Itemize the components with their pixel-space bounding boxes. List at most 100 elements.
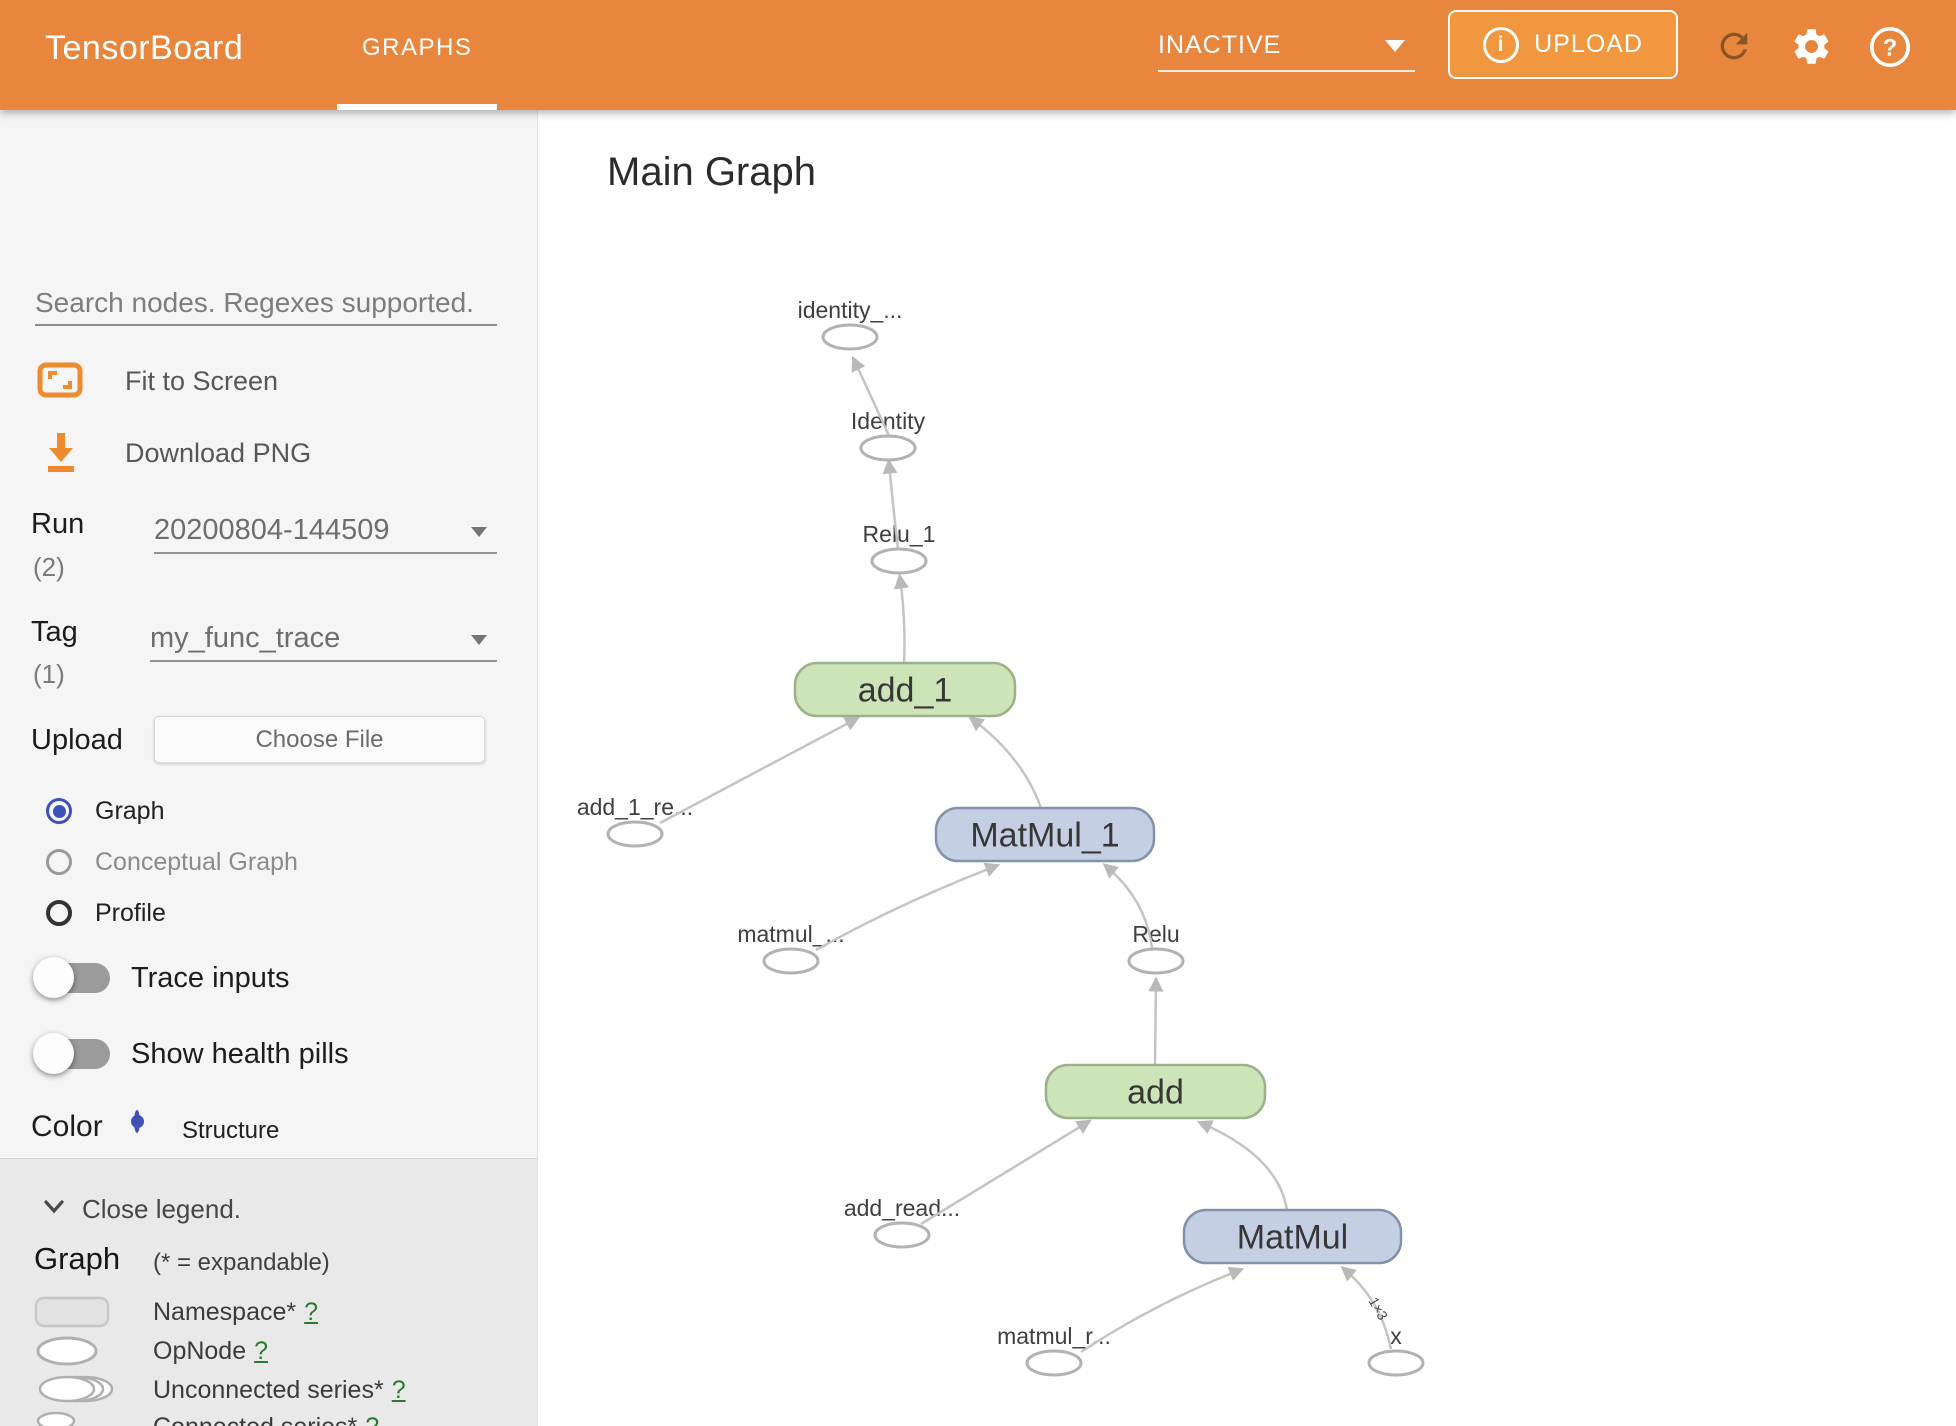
group-node-label-matmul: MatMul xyxy=(1237,1219,1348,1257)
legend-subtitle: (* = expandable) xyxy=(153,1249,330,1276)
edge-add-to-relu xyxy=(1148,976,1164,1066)
radio-option-profile[interactable]: Profile xyxy=(46,898,166,928)
toggle-label: Trace inputs xyxy=(131,961,290,994)
op-node-identity_out[interactable] xyxy=(821,323,879,351)
legend-item-label: OpNode? xyxy=(153,1337,269,1365)
op-node-label-relu: Relu xyxy=(1132,921,1179,947)
edge-relu_1-to-identity xyxy=(882,458,900,550)
tag-select-value: my_func_trace xyxy=(150,622,341,654)
settings-gear-icon[interactable] xyxy=(1790,25,1833,73)
run-label: Run xyxy=(31,508,85,540)
sidebar: Fit to Screen Download PNG Run (2) 20200… xyxy=(0,110,537,1426)
tab-graphs[interactable]: GRAPHS xyxy=(362,34,472,62)
upload-button-label: UPLOAD xyxy=(1534,30,1643,58)
edge-add_1-to-relu_1 xyxy=(894,573,909,664)
edge-matmul-to-add xyxy=(1196,1120,1289,1211)
legend-item-unconnected-series: Unconnected series*? xyxy=(0,1374,537,1412)
close-legend-button[interactable]: Close legend. xyxy=(43,1194,241,1225)
legend-title: Graph xyxy=(34,1241,121,1276)
legend-item-label: Unconnected series*? xyxy=(153,1376,406,1404)
toggle-trace-inputs[interactable]: Trace inputs xyxy=(33,955,290,1001)
dropdown-underline xyxy=(1158,70,1415,72)
tag-count: (1) xyxy=(33,659,65,689)
radio-option-graph[interactable]: Graph xyxy=(46,796,164,826)
download-png-button[interactable]: Download PNG xyxy=(125,438,312,468)
op-node-relu[interactable] xyxy=(1127,947,1185,975)
edge-matmul_1-to-add_1 xyxy=(968,716,1043,809)
edge-x-to-matmul xyxy=(1340,1266,1393,1350)
info-icon: i xyxy=(1483,26,1520,63)
op-node-matmul_read[interactable] xyxy=(1025,1349,1083,1377)
refresh-icon[interactable] xyxy=(1714,26,1754,71)
toggle-label: Show health pills xyxy=(131,1037,349,1070)
group-node-add_1[interactable] xyxy=(793,661,1017,718)
edge-identity-to-identity_out xyxy=(851,355,891,437)
op-node-label-identity: Identity xyxy=(851,408,926,434)
edge-add_1_read-to-add_1 xyxy=(659,716,860,825)
op-node-label-x: x xyxy=(1390,1323,1402,1349)
fit-to-screen-icon[interactable] xyxy=(37,360,83,405)
radio-icon[interactable] xyxy=(46,849,72,875)
op-node-add_1_read[interactable] xyxy=(606,820,664,848)
group-node-matmul[interactable] xyxy=(1182,1208,1403,1265)
tag-select[interactable]: my_func_trace xyxy=(150,618,497,662)
op-node-label-identity_out: identity_... xyxy=(798,297,903,323)
run-status-dropdown[interactable]: INACTIVE xyxy=(1158,28,1415,74)
edge-relu-to-matmul_1 xyxy=(1102,863,1154,949)
upload-button[interactable]: i UPLOAD xyxy=(1448,10,1678,79)
run-status-value: INACTIVE xyxy=(1158,31,1282,59)
download-png-icon[interactable] xyxy=(42,430,80,479)
close-legend-label: Close legend. xyxy=(82,1194,241,1224)
legend-item-label: Connected series*? xyxy=(153,1413,379,1426)
op-node-identity[interactable] xyxy=(859,434,917,462)
group-node-label-add_1: add_1 xyxy=(858,672,953,710)
unconnected-series-icon xyxy=(34,1374,124,1404)
legend-help-link[interactable]: ? xyxy=(304,1298,319,1326)
tag-label: Tag xyxy=(31,616,78,648)
color-by-label: Color xyxy=(31,1110,103,1143)
legend-item-label: Namespace*? xyxy=(153,1298,319,1326)
legend-item-namespace: Namespace*? xyxy=(0,1296,537,1334)
app-header: TensorBoard GRAPHS INACTIVE i UPLOAD ? xyxy=(0,0,1956,110)
legend-item-opnode: OpNode? xyxy=(0,1335,537,1373)
choose-file-button[interactable]: Choose File xyxy=(154,716,485,763)
op-node-x[interactable] xyxy=(1367,1349,1425,1377)
op-node-label-relu_1: Relu_1 xyxy=(863,521,936,547)
toggle-switch[interactable] xyxy=(33,1033,115,1075)
group-node-label-add: add xyxy=(1127,1074,1184,1112)
help-icon[interactable]: ? xyxy=(1869,26,1911,73)
app-title: TensorBoard xyxy=(45,29,244,67)
toggle-switch[interactable] xyxy=(33,957,115,999)
group-node-label-matmul_1: MatMul_1 xyxy=(970,817,1119,855)
run-select-value: 20200804-144509 xyxy=(154,514,390,546)
op-node-label-add_1_read: add_1_re... xyxy=(577,794,693,820)
help-glyph: ? xyxy=(1883,35,1897,61)
active-tab-indicator xyxy=(337,104,497,110)
toggle-show-health-pills[interactable]: Show health pills xyxy=(33,1031,349,1077)
chevron-down-icon xyxy=(1385,40,1405,52)
search-input[interactable] xyxy=(35,282,497,326)
radio-label: Profile xyxy=(95,898,166,927)
radio-label: Conceptual Graph xyxy=(95,847,298,876)
op-node-add_read[interactable] xyxy=(873,1221,931,1249)
op-node-matmul_1_read[interactable] xyxy=(762,947,820,975)
color-by-structure-radio[interactable] xyxy=(134,1110,140,1133)
radio-option-conceptual-graph[interactable]: Conceptual Graph xyxy=(46,847,298,877)
legend-help-link[interactable]: ? xyxy=(365,1413,379,1426)
radio-icon[interactable] xyxy=(46,798,72,824)
radio-icon[interactable] xyxy=(46,900,72,926)
opnode-icon xyxy=(34,1335,124,1367)
graph-canvas[interactable]: identity_...IdentityRelu_1add_1_re...mat… xyxy=(537,110,1956,1426)
op-node-relu_1[interactable] xyxy=(870,547,928,575)
chevron-down-icon xyxy=(471,635,487,645)
group-node-add[interactable] xyxy=(1044,1063,1267,1120)
color-by-structure-label: Structure xyxy=(182,1117,280,1144)
group-node-matmul_1[interactable] xyxy=(934,806,1156,863)
fit-to-screen-button[interactable]: Fit to Screen xyxy=(125,366,279,396)
graph-main-area xyxy=(537,110,1956,1426)
legend-help-link[interactable]: ? xyxy=(391,1376,406,1404)
run-select[interactable]: 20200804-144509 xyxy=(154,510,497,554)
legend-help-link[interactable]: ? xyxy=(254,1337,269,1365)
namespace-icon xyxy=(34,1296,124,1328)
chevron-down-icon xyxy=(43,1199,65,1220)
